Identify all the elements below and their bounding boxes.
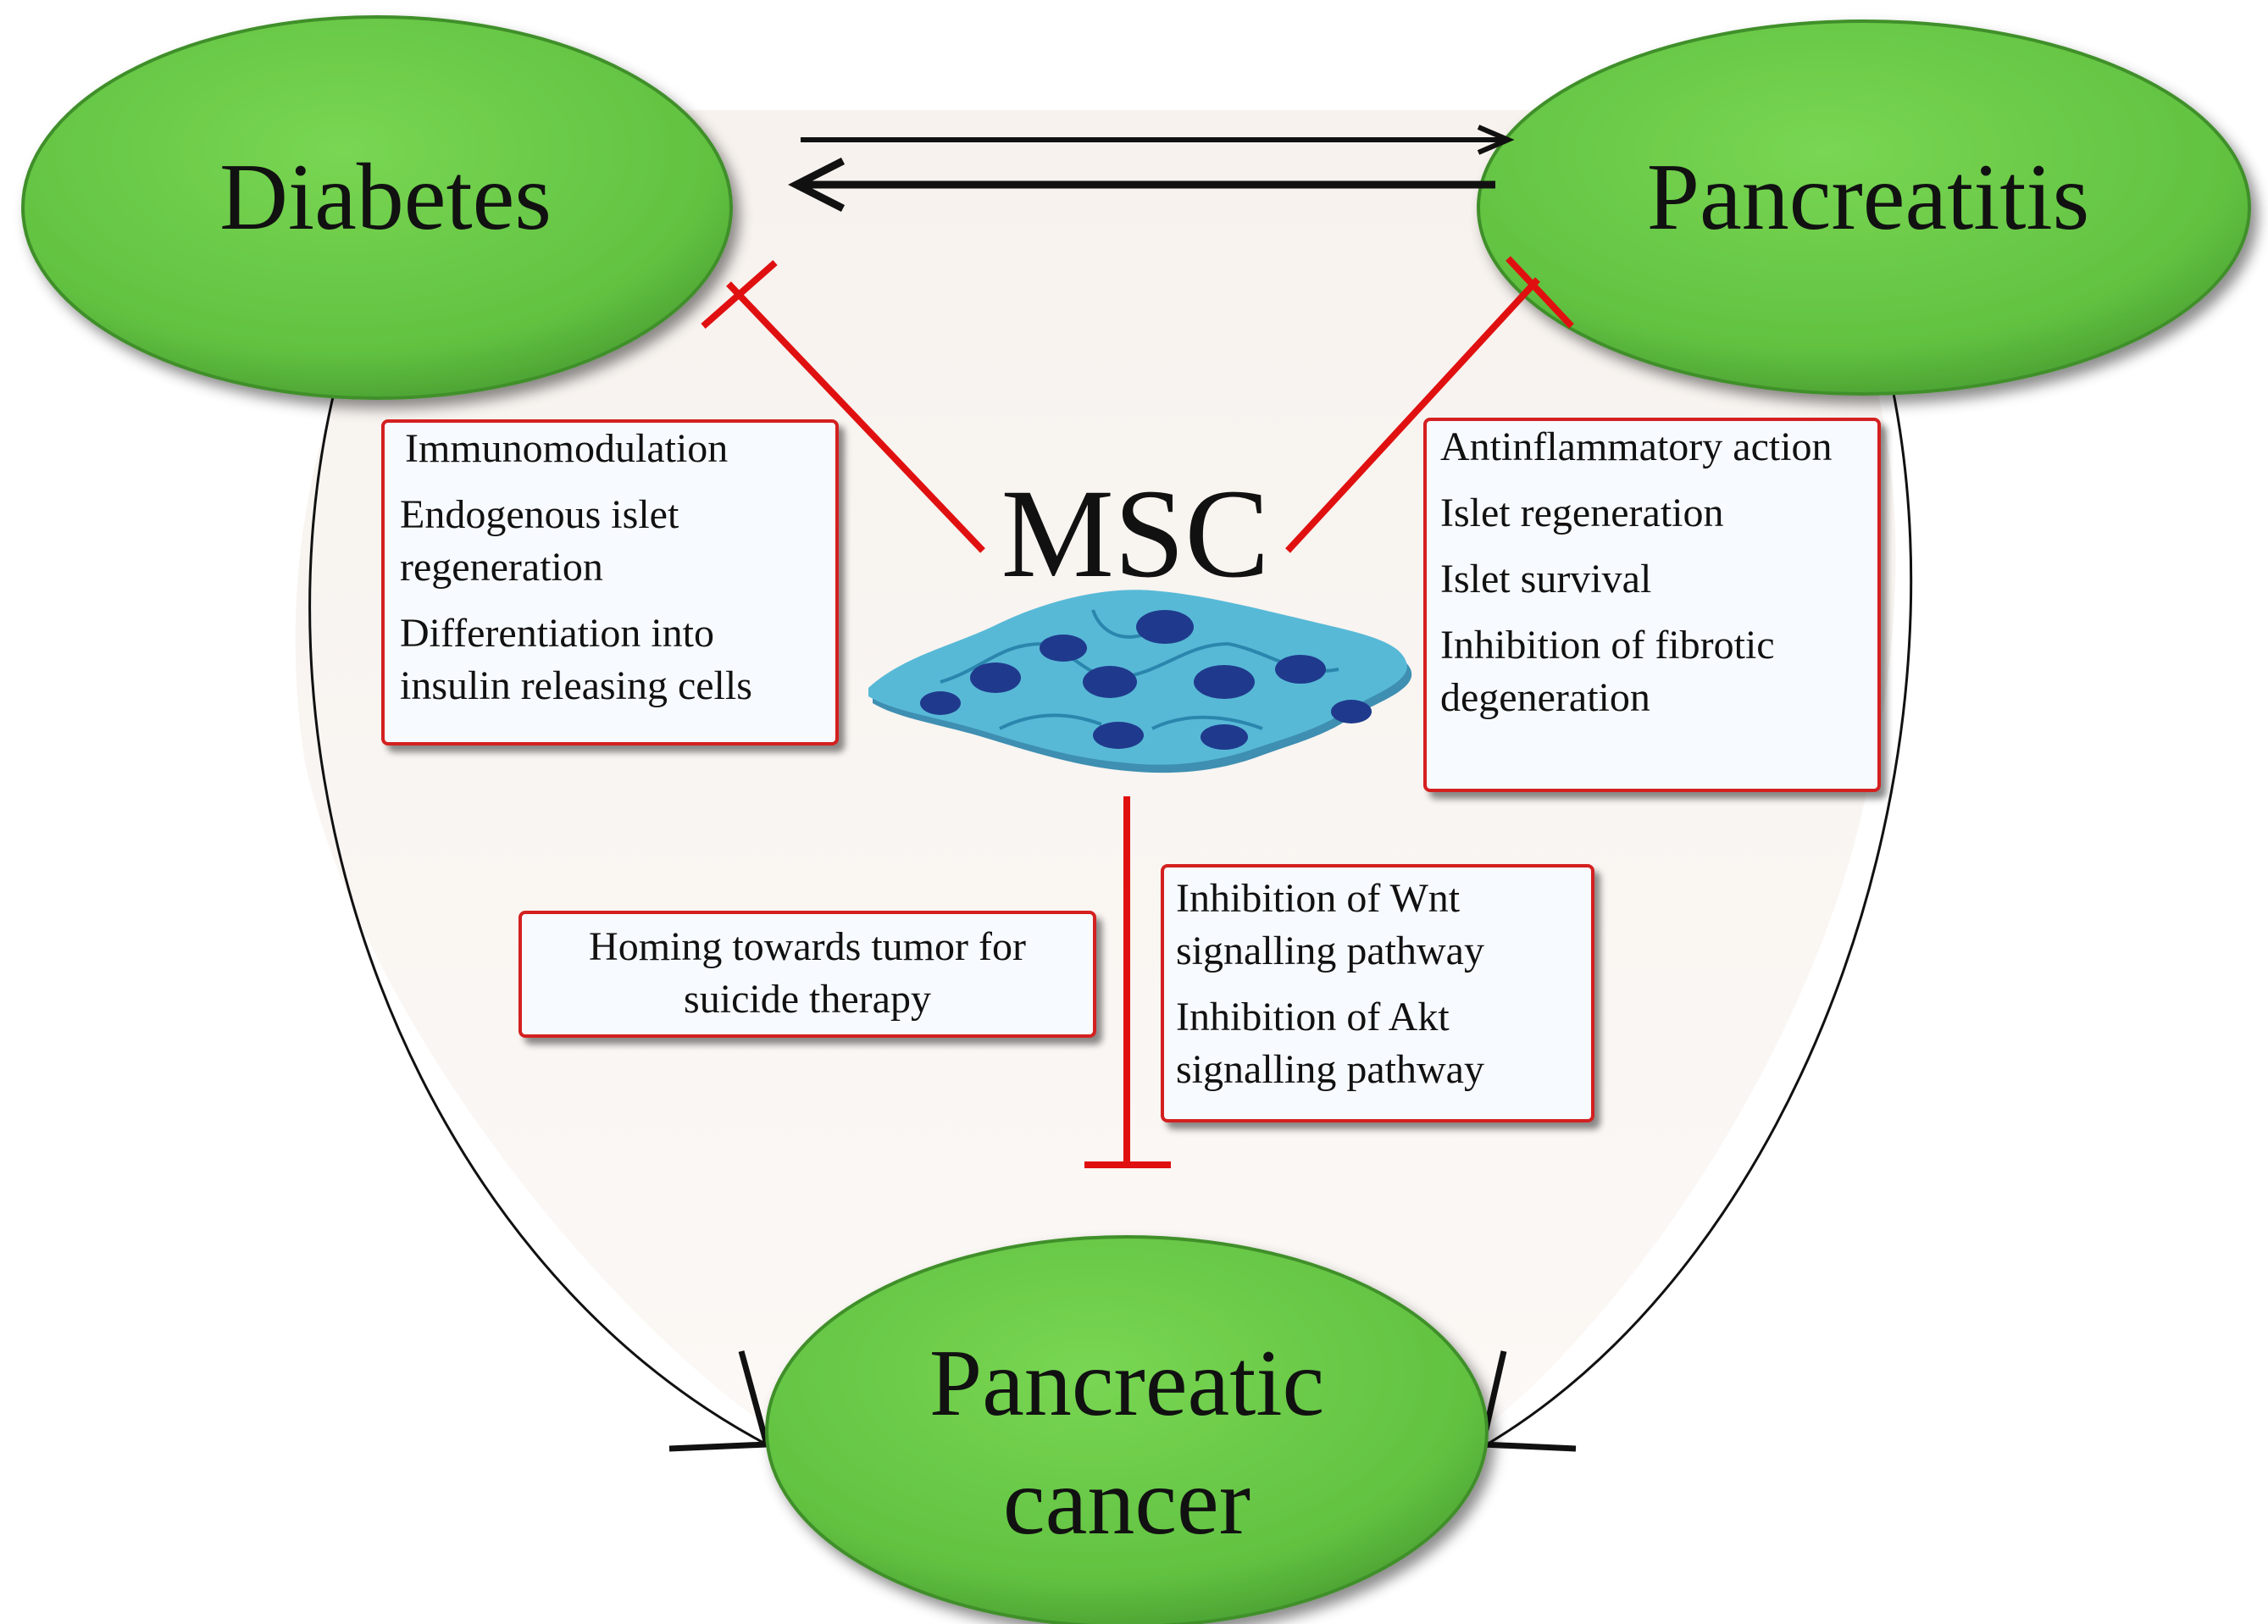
diabetes-to-cancer-line — [308, 372, 768, 1446]
pancreatitis-node: Pancreatitis — [1477, 19, 2251, 396]
msc-label: MSC — [1001, 463, 1270, 604]
pancreatic-cancer-node: Pancreatic cancer — [765, 1235, 1489, 1624]
cancer-pathways-box: Inhibition of Wnt signalling pathway Inh… — [1161, 864, 1594, 1122]
pancreatitis-label: Pancreatitis — [1647, 145, 2089, 250]
pancreatic-cancer-label-line1: Pancreatic — [929, 1331, 1324, 1436]
diabetes-label: Diabetes — [219, 145, 552, 250]
cancer-homing-box: Homing towards tumor for suicide therapy — [518, 911, 1096, 1038]
cancer-homing-text: Homing towards tumor for suicide therapy — [589, 924, 1026, 1022]
diabetes-effects-box: Immunomodulation Endogenous islet regene… — [381, 419, 839, 745]
pancreatitis-effect-item: Islet regeneration — [1440, 491, 1724, 535]
pancreatitis-to-cancer-line — [1486, 372, 1913, 1446]
inhibit-diabetes-line — [701, 260, 985, 553]
msc-cells-icon — [868, 590, 1412, 773]
inhibit-pancreatitis-line — [1285, 256, 1574, 553]
pancreatitis-to-diabetes-arrowhead — [788, 157, 846, 213]
inhibit-cancer-line — [1084, 796, 1171, 1168]
pancreatic-cancer-label-line2: cancer — [1003, 1449, 1250, 1555]
diabetes-effect-item: Immunomodulation — [405, 426, 729, 471]
cancer-pathway-item: Inhibition of Wnt signalling pathway — [1176, 876, 1484, 973]
diabetes-effect-item: Differentiation into insulin releasing c… — [400, 611, 752, 708]
diabetes-effect-item: Endogenous islet regeneration — [400, 492, 679, 590]
pancreatitis-effect-item: Inhibition of fibrotic degeneration — [1440, 623, 1775, 720]
diabetes-to-pancreatitis-arrowhead — [1477, 125, 1515, 155]
cancer-left-arrowhead — [668, 1350, 770, 1452]
pancreatitis-effects-box: Antinflammatory action Islet regeneratio… — [1423, 418, 1881, 792]
cancer-pathway-item: Inhibition of Akt signalling pathway — [1176, 995, 1484, 1092]
pancreatitis-effect-item: Antinflammatory action — [1440, 424, 1833, 469]
pancreatitis-effect-item: Islet survival — [1440, 557, 1652, 601]
diabetes-node: Diabetes — [21, 15, 733, 400]
